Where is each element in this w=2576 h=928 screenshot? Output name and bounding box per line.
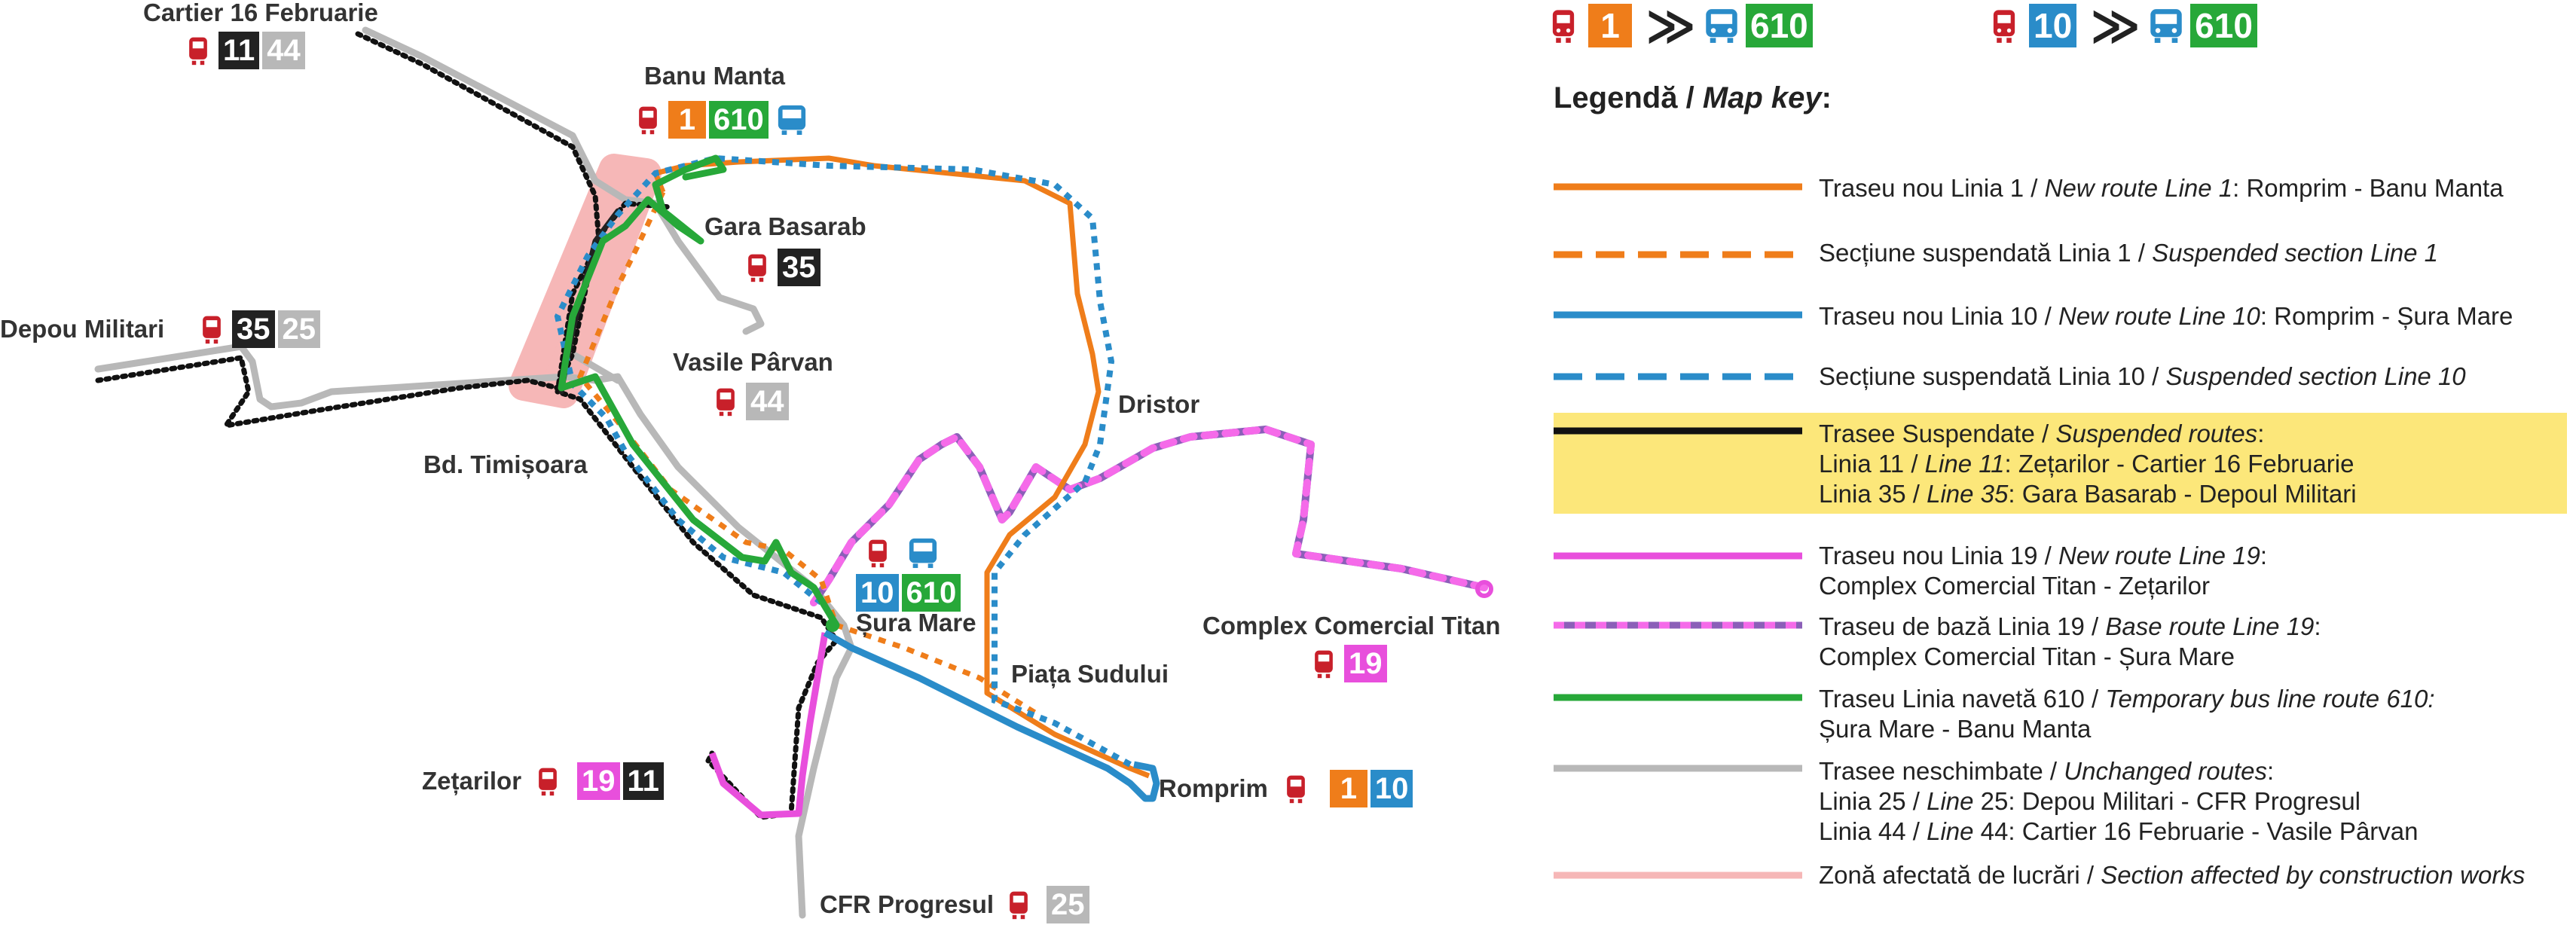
bus-icon [1706,9,1737,43]
legend-item-line-1-suspended: Secțiune suspendată Linia 1 / Suspended … [1554,238,2567,306]
stop-dristor: Dristor [1118,390,1200,418]
legend-swatch [1554,552,1802,560]
stop-gara-basarab: Gara Basarab [704,212,866,240]
line-badge: 19 [1344,645,1387,682]
legend-swatch [1554,183,1802,191]
route-10-suspended [554,154,1132,768]
legend-swatch [1554,427,1802,435]
stop-bd-timisoara: Bd. Timișoara [423,450,588,478]
stop-gara-lines: 35 [746,249,820,286]
tram-icon [717,388,735,417]
bus-icon [909,538,937,569]
stop-piata-sudului: Piața Sudului [1011,660,1169,688]
legend-swatch [1554,694,1802,701]
stop-sura-icons [866,536,939,569]
legend-swatch [1554,621,1802,629]
sura-mare-point [826,618,839,632]
tram-icon [748,254,766,282]
tram-icon [639,106,657,135]
route-1-suspended [576,191,1041,718]
legend-item-line-19-base: Traseu de bază Linia 19 / Base route Lin… [1554,612,2567,679]
legend-item-unchanged-routes: Trasee neschimbate / Unchanged routes: L… [1554,756,2567,854]
line-badge: 44 [262,32,305,69]
change-row-line-10: 10 ≫ 610 [1991,2,2257,50]
line-badge: 610 [901,574,961,612]
stop-romprim-row: Romprim 1 10 [1159,770,1413,807]
stop-banu-lines: 1 610 [637,101,808,139]
legend-item-suspended-routes: Trasee Suspendate / Suspended routes: Li… [1554,419,2567,517]
stop-sura-lines: 10 610 [856,574,961,612]
line-badge: 610 [709,101,769,139]
legend-title: Legendă / Map key: [1554,81,1832,114]
tram-icon [1552,10,1575,43]
line-badge: 1 [668,101,706,139]
line-badge: 19 [577,762,620,800]
line-badge: 610 [2190,4,2257,47]
legend-item-line-19-new: Traseu nou Linia 19 / New route Line 19:… [1554,541,2567,609]
stop-banu-manta: Banu Manta [644,62,786,90]
route-11-suspended [355,31,839,820]
suspended-routes [95,31,839,820]
legend-item-line-610: Traseu Linia navetă 610 / Temporary bus … [1554,684,2567,752]
route-1-new [652,155,1150,779]
stop-romprim: Romprim [1159,774,1268,802]
stop-complex-comercial-titan: Complex Comercial Titan [1202,612,1501,640]
route-44-branch [569,350,622,384]
line-badge: 10 [856,574,899,612]
tram-icon [203,316,221,344]
legend-item-line-10-new: Traseu nou Linia 10 / New route Line 10:… [1554,301,2567,369]
tram-icon [1010,891,1028,920]
change-row-line-1: 1 ≫ 610 [1551,2,1813,50]
stop-vasile-parvan: Vasile Pârvan [673,348,833,376]
route-10-new [823,630,1160,802]
tram-icon [189,37,207,66]
stop-zetarilor: Zețarilor [422,767,522,795]
route-25-line [94,343,855,919]
legend-item-line-1-new: Traseu nou Linia 1 / New route Line 1: R… [1554,173,2567,241]
stop-depou-lines: 35 25 [200,310,320,348]
stop-cartier-lines: 11 44 [187,32,305,69]
legend-swatch [1554,251,1802,258]
bus-icon [2150,9,2182,43]
tram-icon [1315,650,1333,679]
stop-cartier-16-februarie: Cartier 16 Februarie [143,0,378,26]
line-badge: 35 [232,310,275,348]
line-badge: 25 [277,310,320,348]
replaced-by-icon: ≫ [2090,0,2141,53]
replaced-by-icon: ≫ [1646,0,1696,53]
legend-item-construction-zone: Zonă afectată de lucrări / Section affec… [1554,860,2567,928]
line-badge: 11 [218,32,260,69]
stop-complex-lines: 19 [1312,645,1387,682]
route-19-base [810,426,1493,606]
bus-icon [778,105,805,136]
legend-item-line-10-suspended: Secțiune suspendată Linia 10 / Suspended… [1554,362,2567,429]
stop-vasile-lines: 44 [714,383,789,420]
tram-icon [539,768,557,796]
route-19-new [708,632,829,819]
line-badge: 610 [1746,4,1813,47]
stop-depou-militari: Depou Militari [0,315,165,343]
legend-swatch [1554,765,1802,772]
tram-icon [869,539,887,568]
stop-cfr-progresul: CFR Progresul [820,890,995,918]
line-badge: 35 [778,249,820,286]
line-badge: 10 [1370,770,1413,807]
stop-zetarilor-row: Zețarilor 19 11 [422,762,664,800]
line-badge: 11 [622,762,664,800]
legend-swatch [1554,311,1802,319]
line-badge: 44 [746,383,789,420]
stop-cfr-row: CFR Progresul 25 [820,886,1089,923]
tram-icon [1993,10,2015,43]
line-badge: 10 [2029,4,2077,47]
line-badge: 25 [1047,886,1089,923]
legend-swatch [1554,872,1802,879]
line-badge: 1 [1588,4,1632,47]
route-610 [558,154,840,629]
tram-icon [1286,775,1305,804]
stop-sura-mare: Șura Mare [856,609,976,636]
line-badge: 1 [1329,770,1367,807]
